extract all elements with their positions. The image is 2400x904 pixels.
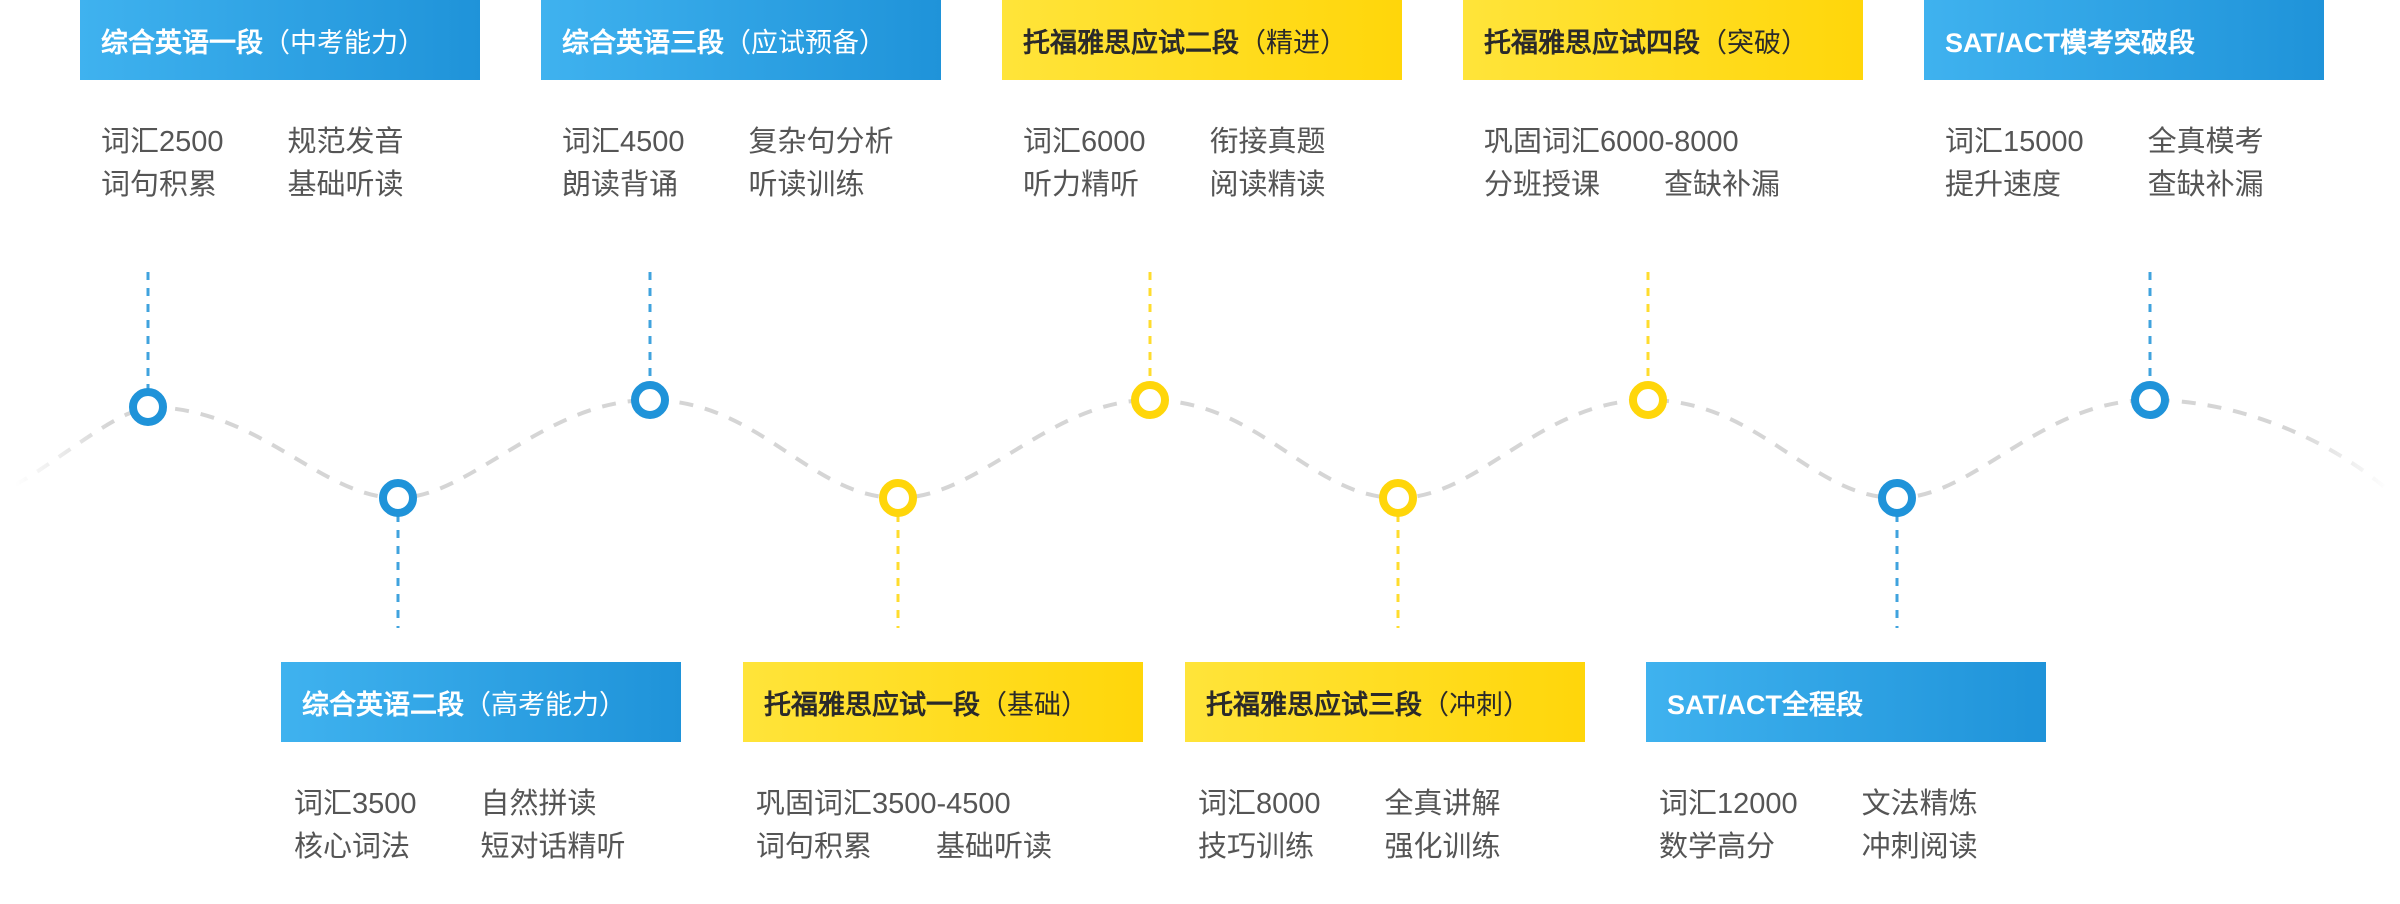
stage-items: 词汇15000 全真模考 提升速度 查缺补漏 [1924,126,2324,202]
stage-item: 词汇12000 [1659,788,1798,820]
stage-level: （基础） [980,689,1088,720]
stage-item: 词汇4500 [562,126,685,158]
stage-level: （高考能力） [464,689,626,720]
wave-path [14,397,2390,501]
stage-name: 托福雅思应试四段 [1484,27,1700,58]
stage-title: 托福雅思应试三段（冲刺） [1185,662,1585,742]
stage-level: （突破） [1700,27,1808,58]
stage-item: 复杂句分析 [748,126,894,158]
stage-card: 综合英语一段（中考能力） 词汇2500 规范发音 词句积累 基础听读 [80,0,480,202]
stage-level: （冲刺） [1422,689,1530,720]
stage-card: SAT/ACT模考突破段 词汇15000 全真模考 提升速度 查缺补漏 [1924,0,2324,202]
stage-item: 技巧训练 [1198,831,1315,863]
stage-node [1878,479,1916,517]
stage-item: 自然拼读 [480,788,597,820]
stage-item: 强化训练 [1384,831,1501,863]
stage-item: 朗读背诵 [562,169,679,201]
stage-items: 词汇12000 文法精炼 数学高分 冲刺阅读 [1646,788,2046,864]
stage-items: 巩固词汇3500-4500 词句积累 基础听读 [743,788,1143,864]
stage-item: 词汇15000 [1945,126,2084,158]
stage-item: 词汇2500 [101,126,224,158]
stage-item: 提升速度 [1945,169,2062,201]
stage-name: 托福雅思应试三段 [1206,689,1422,720]
stage-card: 综合英语三段（应试预备） 词汇4500 复杂句分析 朗读背诵 听读训练 [541,0,941,202]
stage-card: 托福雅思应试二段（精进） 词汇6000 衔接真题 听力精听 阅读精读 [1002,0,1402,202]
stage-node [1379,479,1417,517]
stage-name: 综合英语一段 [101,27,263,58]
stage-items: 词汇8000 全真讲解 技巧训练 强化训练 [1185,788,1585,864]
stage-node [1131,381,1169,419]
stage-items: 词汇6000 衔接真题 听力精听 阅读精读 [1002,126,1402,202]
stage-node [1629,381,1667,419]
stage-name: SAT/ACT全程段 [1667,689,1863,720]
stage-item: 短对话精听 [480,831,626,863]
stage-item: 全真模考 [2147,126,2264,158]
stage-card: 托福雅思应试四段（突破） 巩固词汇6000-8000 分班授课 查缺补漏 [1463,0,1863,202]
stage-card: 托福雅思应试一段（基础） 巩固词汇3500-4500 词句积累 基础听读 [743,662,1143,864]
stage-items: 巩固词汇6000-8000 分班授课 查缺补漏 [1463,126,1863,202]
stage-node [879,479,917,517]
stage-item: 查缺补漏 [2147,169,2264,201]
stage-item: 数学高分 [1659,831,1776,863]
stage-item: 词句积累 [101,169,218,201]
stage-item: 基础听读 [936,831,1053,863]
stage-title: 综合英语二段（高考能力） [281,662,681,742]
stage-item: 核心词法 [294,831,411,863]
stage-item: 文法精炼 [1861,788,1978,820]
stage-title: SAT/ACT模考突破段 [1924,0,2324,80]
stage-node [2131,381,2169,419]
stage-items: 词汇3500 自然拼读 核心词法 短对话精听 [281,788,681,864]
stage-items: 词汇4500 复杂句分析 朗读背诵 听读训练 [541,126,941,202]
stage-item: 冲刺阅读 [1861,831,1978,863]
stage-card: 综合英语二段（高考能力） 词汇3500 自然拼读 核心词法 短对话精听 [281,662,681,864]
stage-item: 词汇3500 [294,788,417,820]
stage-card: SAT/ACT全程段 词汇12000 文法精炼 数学高分 冲刺阅读 [1646,662,2046,864]
stage-level: （精进） [1239,27,1347,58]
stage-item: 词汇6000 [1023,126,1146,158]
stage-node [129,388,167,426]
stage-item: 词汇8000 [1198,788,1321,820]
stage-item: 阅读精读 [1209,169,1326,201]
stage-item: 词句积累 [756,831,873,863]
stage-node [379,479,417,517]
stage-item: 听力精听 [1023,169,1140,201]
stage-title: 托福雅思应试二段（精进） [1002,0,1402,80]
stage-item: 衔接真题 [1209,126,1326,158]
stage-level: （应试预备） [724,27,886,58]
stage-item: 规范发音 [287,126,404,158]
stage-item: 基础听读 [287,169,404,201]
stage-item: 巩固词汇3500-4500 [756,788,1011,820]
stage-item: 听读训练 [748,169,865,201]
stage-title: 托福雅思应试四段（突破） [1463,0,1863,80]
stage-node [631,381,669,419]
stage-name: 综合英语二段 [302,689,464,720]
stage-item: 全真讲解 [1384,788,1501,820]
stage-level: （中考能力） [263,27,425,58]
stage-name: 托福雅思应试二段 [1023,27,1239,58]
stage-name: 托福雅思应试一段 [764,689,980,720]
stage-title: 综合英语一段（中考能力） [80,0,480,80]
stage-title: 综合英语三段（应试预备） [541,0,941,80]
stage-items: 词汇2500 规范发音 词句积累 基础听读 [80,126,480,202]
stage-name: 综合英语三段 [562,27,724,58]
stage-item: 巩固词汇6000-8000 [1484,126,1739,158]
stage-card: 托福雅思应试三段（冲刺） 词汇8000 全真讲解 技巧训练 强化训练 [1185,662,1585,864]
stage-title: SAT/ACT全程段 [1646,662,2046,742]
stage-name: SAT/ACT模考突破段 [1945,27,2195,58]
stage-item: 分班授课 [1484,169,1601,201]
stage-title: 托福雅思应试一段（基础） [743,662,1143,742]
stage-item: 查缺补漏 [1664,169,1781,201]
